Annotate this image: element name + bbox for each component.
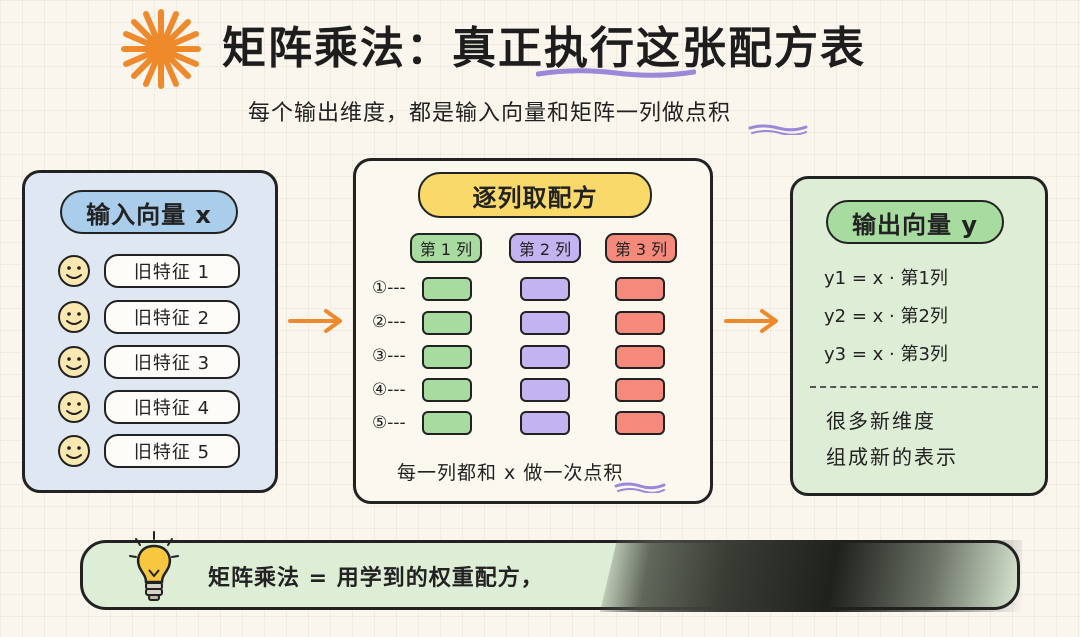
- smiley-icon: [58, 346, 90, 378]
- matrix-cell: [520, 311, 570, 335]
- output-vector-header: 输出向量 y: [826, 200, 1004, 244]
- output-equation-3: y3 = x · 第3列: [824, 344, 948, 365]
- column-recipe-header: 逐列取配方: [418, 172, 652, 218]
- matrix-cell: [422, 411, 472, 435]
- matrix-cell: [422, 345, 472, 369]
- title-underline: [536, 68, 696, 78]
- column-recipe-caption: 每一列都和 x 做一次点积: [397, 462, 624, 484]
- row-label-5: ⑤---: [372, 413, 406, 433]
- smiley-icon: [58, 435, 90, 467]
- column-header-3: 第 3 列: [605, 233, 677, 263]
- arrow-right-icon: [288, 309, 342, 333]
- matrix-cell: [615, 378, 665, 402]
- output-equation-2: y2 = x · 第2列: [824, 306, 948, 327]
- matrix-cell: [520, 345, 570, 369]
- smiley-icon: [58, 301, 90, 333]
- feature-item-3: 旧特征 3: [104, 345, 240, 379]
- matrix-cell: [520, 411, 570, 435]
- output-note-2: 组成新的表示: [826, 445, 958, 469]
- subtitle-underline: [748, 124, 808, 135]
- output-equation-1: y1 = x · 第1列: [824, 268, 948, 289]
- feature-item-5: 旧特征 5: [104, 434, 240, 468]
- matrix-cell: [615, 311, 665, 335]
- sunburst-icon: [121, 9, 201, 89]
- matrix-cell: [520, 277, 570, 301]
- matrix-cell: [615, 277, 665, 301]
- matrix-cell: [615, 345, 665, 369]
- row-label-4: ④---: [372, 380, 406, 400]
- matrix-cell: [520, 378, 570, 402]
- matrix-cell: [422, 311, 472, 335]
- feature-item-4: 旧特征 4: [104, 390, 240, 424]
- lightbulb-icon: [129, 531, 179, 601]
- caption-underline: [614, 482, 666, 493]
- matrix-cell: [422, 277, 472, 301]
- page-title: 矩阵乘法：真正执行这张配方表: [222, 23, 866, 74]
- row-label-3: ③---: [372, 346, 406, 366]
- feature-item-1: 旧特征 1: [104, 254, 240, 288]
- input-vector-header: 输入向量 x: [60, 190, 238, 234]
- matrix-cell: [422, 378, 472, 402]
- column-header-2: 第 2 列: [509, 233, 581, 263]
- row-label-2: ②---: [372, 312, 406, 332]
- smiley-icon: [58, 255, 90, 287]
- summary-text: 矩阵乘法 = 用学到的权重配方，: [208, 566, 544, 591]
- matrix-cell: [615, 411, 665, 435]
- arrow-right-icon: [724, 309, 778, 333]
- feature-item-2: 旧特征 2: [104, 300, 240, 334]
- column-header-1: 第 1 列: [410, 233, 482, 263]
- divider: [810, 386, 1038, 388]
- smiley-icon: [58, 391, 90, 423]
- obscured-region: [600, 540, 1022, 612]
- output-note-1: 很多新维度: [826, 409, 936, 433]
- row-label-1: ①---: [372, 278, 406, 298]
- page-subtitle: 每个输出维度，都是输入向量和矩阵一列做点积: [248, 101, 732, 126]
